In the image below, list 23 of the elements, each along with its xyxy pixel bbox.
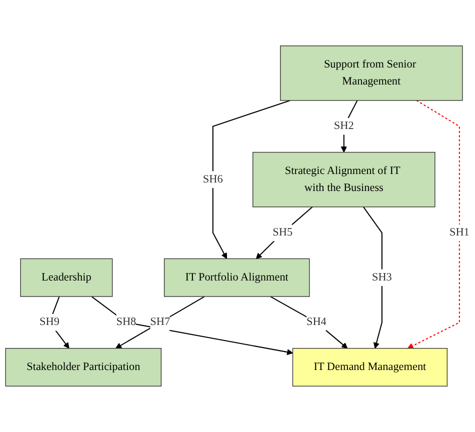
node-box: IT Portfolio Alignment — [164, 258, 310, 297]
node-box: Stakeholder Participation — [5, 348, 162, 386]
edge-label: SH9 — [40, 316, 60, 328]
arrow — [407, 100, 460, 349]
node-box: Strategic Alignment of IT with the Business — [252, 152, 436, 208]
edge-label: SH5 — [272, 226, 293, 238]
node-box: Support from Senior Management — [280, 46, 463, 101]
edge-label: SH8 — [116, 316, 136, 328]
arrow — [270, 296, 348, 349]
edge-label: SH2 — [334, 120, 354, 132]
arrow — [91, 296, 294, 356]
node-box: Leadership — [20, 258, 113, 297]
arrow — [256, 206, 313, 259]
arrow — [363, 206, 382, 349]
edge-label: SH4 — [306, 316, 326, 328]
edge-label: SH7 — [150, 316, 170, 328]
node-box: IT Demand Management — [292, 348, 448, 386]
arrow — [115, 296, 205, 349]
arrow — [340, 100, 358, 153]
edge-label: SH3 — [372, 271, 392, 284]
edge-label: SH1 — [449, 226, 470, 238]
arrow — [212, 100, 290, 259]
edge-label: SH6 — [202, 173, 223, 186]
